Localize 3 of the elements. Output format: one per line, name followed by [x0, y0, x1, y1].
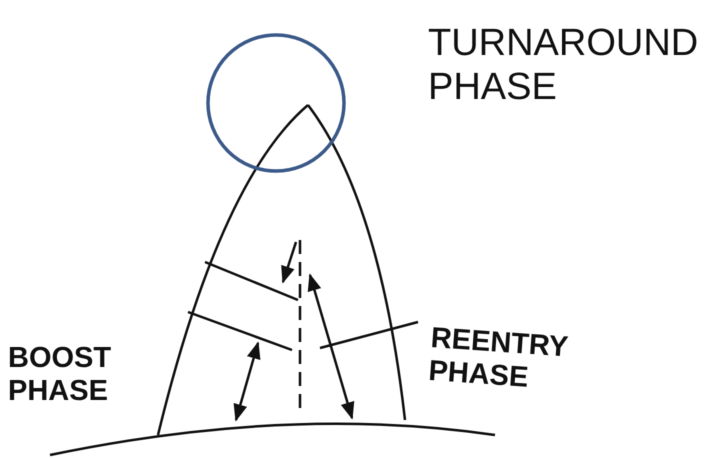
phase-label: REENTRY PHASE — [427, 322, 570, 396]
phase-label: BOOST PHASE — [8, 342, 112, 409]
phase-label: TURNAROUND PHASE — [428, 22, 700, 110]
